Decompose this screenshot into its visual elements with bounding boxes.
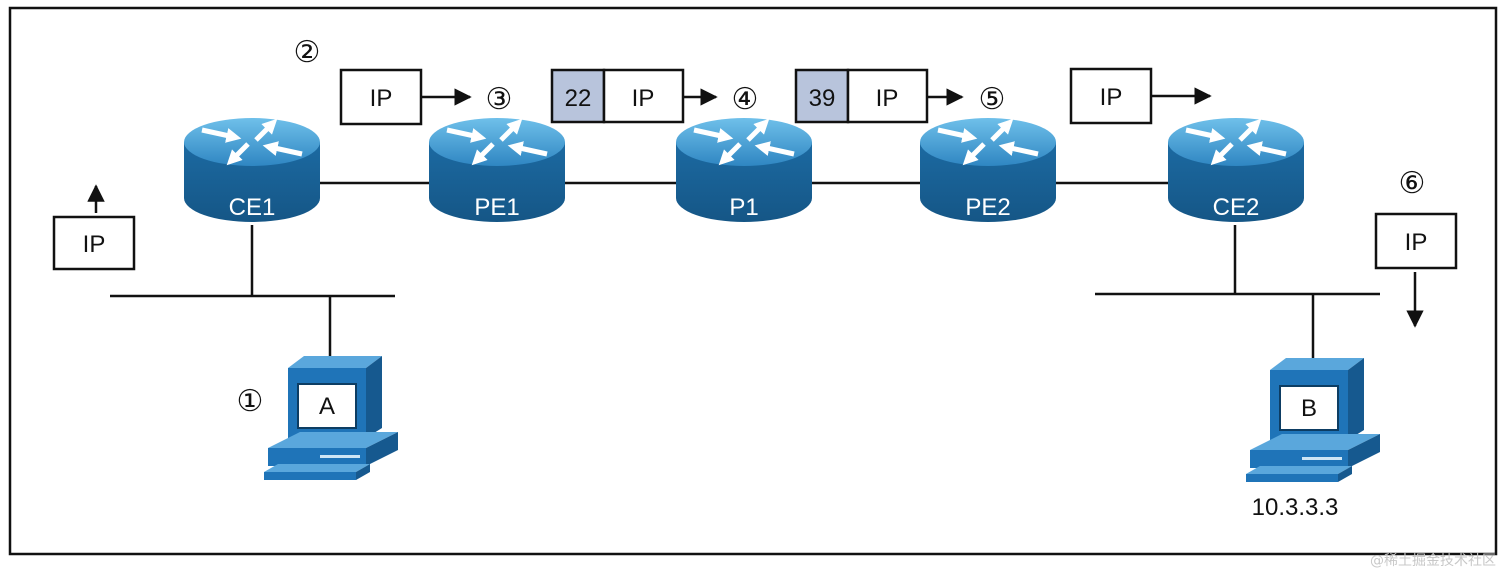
step-marker-2: ② bbox=[294, 36, 321, 69]
step-marker-1: ① bbox=[237, 385, 264, 418]
host-label: B bbox=[1301, 395, 1317, 422]
host-b-address: 10.3.3.3 bbox=[1252, 494, 1339, 521]
packet-4: 39 IP bbox=[794, 68, 964, 124]
packet-ip: IP bbox=[370, 85, 393, 112]
packet-3: 22 IP bbox=[550, 68, 718, 124]
router-ce1: CE1 bbox=[184, 118, 320, 222]
packet-ip: IP bbox=[83, 231, 106, 258]
packet-ip: IP bbox=[876, 85, 899, 112]
mpls-label-box bbox=[550, 68, 606, 124]
router-p1: P1 bbox=[676, 118, 812, 222]
router-ce2: CE2 bbox=[1168, 118, 1304, 222]
router-label: PE2 bbox=[965, 194, 1010, 221]
step-marker-3: ③ bbox=[486, 83, 513, 116]
diagram-frame bbox=[8, 6, 1498, 556]
step-marker-4: ④ bbox=[732, 83, 759, 116]
router-label: CE1 bbox=[229, 194, 276, 221]
packet-ip: IP bbox=[1405, 229, 1428, 256]
host-label: A bbox=[319, 393, 335, 420]
router-label: P1 bbox=[729, 194, 758, 221]
router-pe2: PE2 bbox=[920, 118, 1056, 222]
step-marker-5: ⑤ bbox=[979, 83, 1006, 116]
step-marker-6: ⑥ bbox=[1399, 167, 1426, 200]
router-pe1: PE1 bbox=[429, 118, 565, 222]
lan-b bbox=[1095, 225, 1380, 358]
host-b: B bbox=[1245, 357, 1381, 483]
packet-5: IP bbox=[1069, 67, 1212, 125]
router-label: CE2 bbox=[1213, 194, 1260, 221]
watermark: @稀土掘金技术社区 bbox=[1370, 553, 1496, 569]
mpls-label-box bbox=[794, 68, 850, 124]
host-a: A bbox=[263, 355, 399, 481]
mpls-label: 22 bbox=[565, 85, 592, 112]
mpls-label: 39 bbox=[809, 85, 836, 112]
router-label: PE1 bbox=[474, 194, 519, 221]
packet-2: IP bbox=[339, 68, 472, 126]
lan-a bbox=[110, 225, 395, 357]
packet-1: IP bbox=[52, 184, 136, 271]
packet-ip: IP bbox=[1100, 84, 1123, 111]
packet-ip: IP bbox=[632, 85, 655, 112]
packet-6: IP bbox=[1374, 212, 1458, 328]
